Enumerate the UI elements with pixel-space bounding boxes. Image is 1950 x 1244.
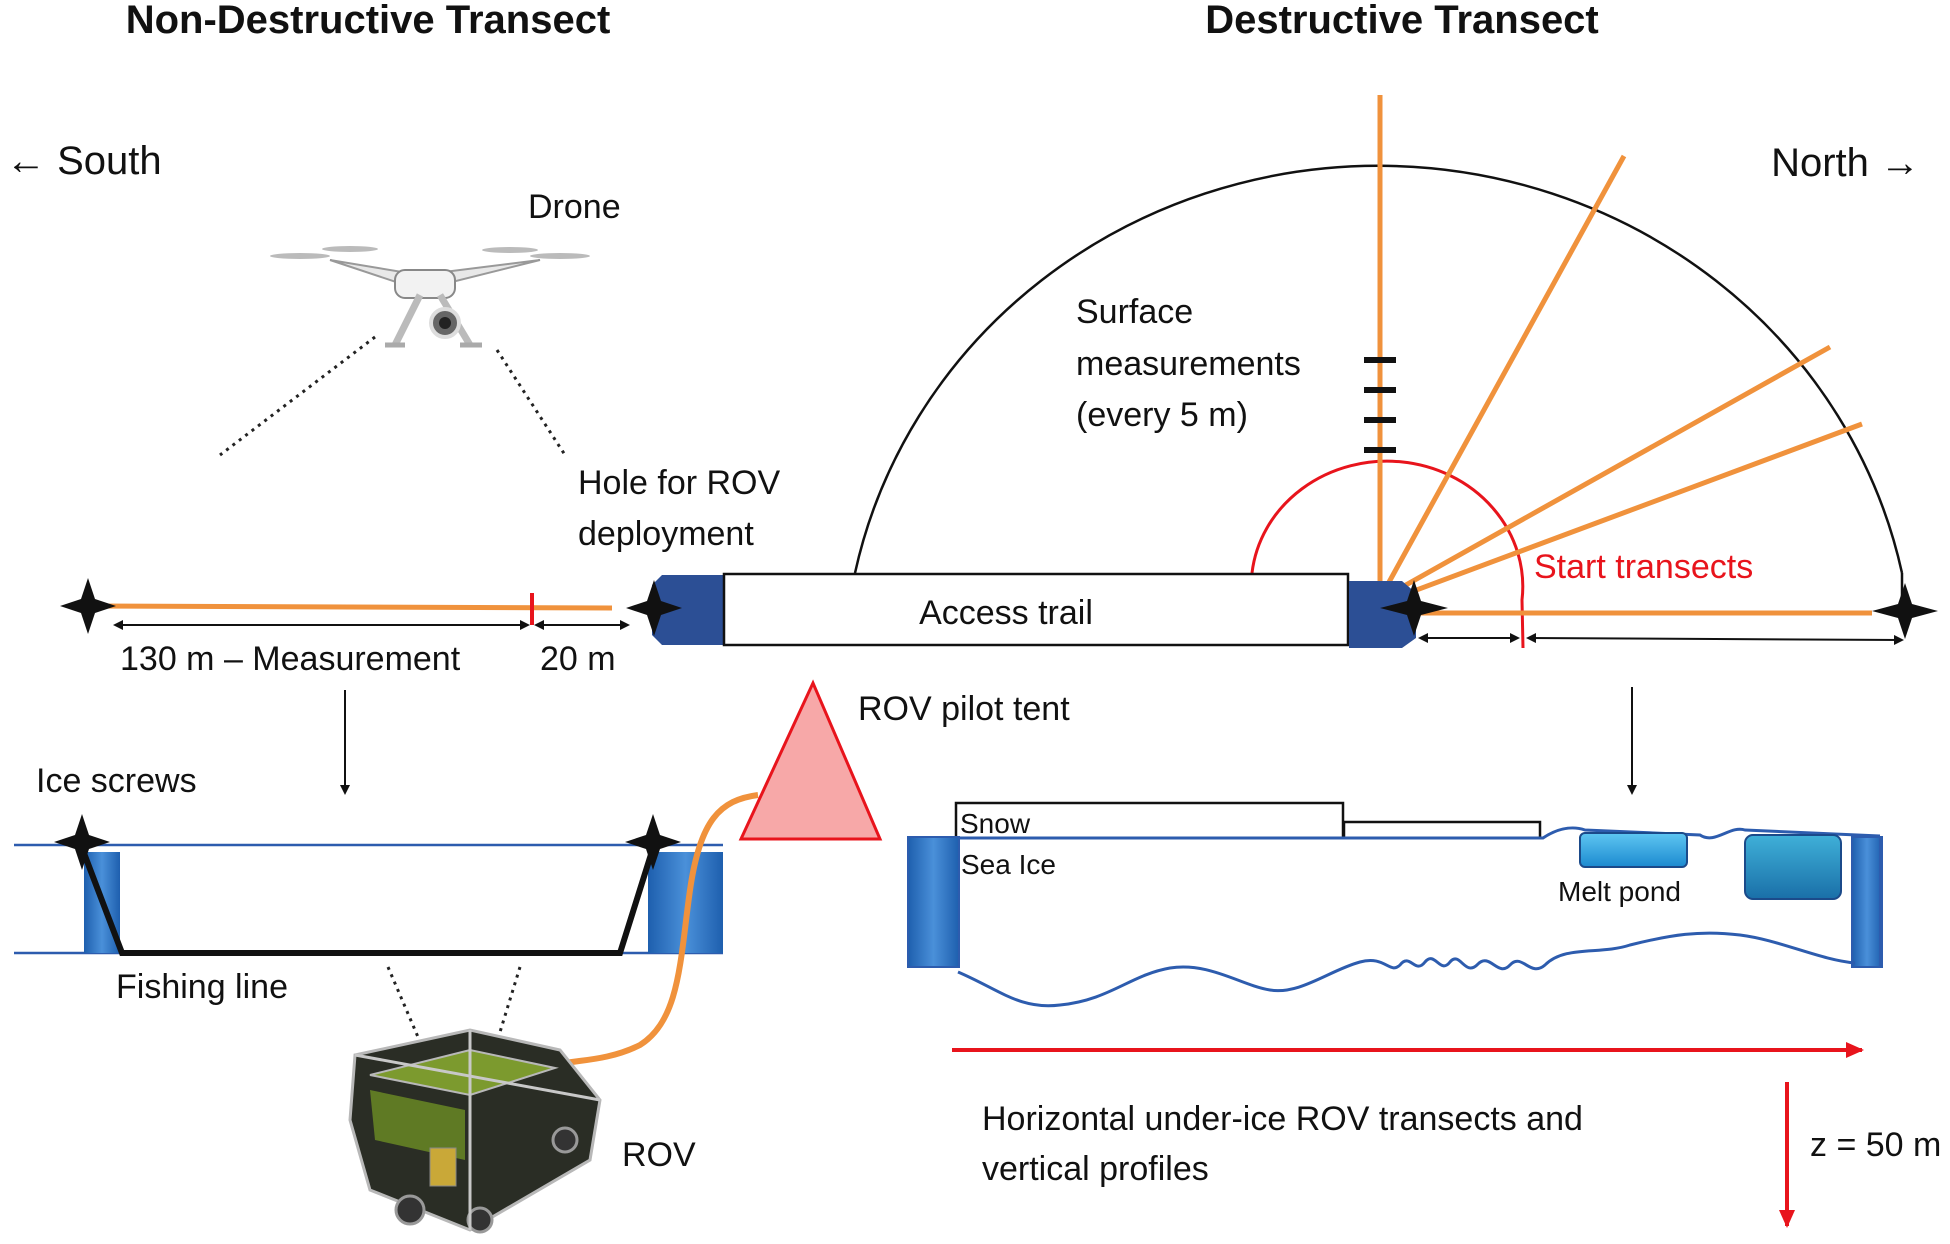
surface-measurements-line1: Surface <box>1076 293 1193 331</box>
surface-measurement-ticks <box>1364 357 1396 453</box>
north-direction-label: North → <box>1771 141 1920 185</box>
hole-label-line2: deployment <box>578 515 754 553</box>
left-title: Non-Destructive Transect <box>126 0 611 42</box>
destructive-transect-rays <box>1377 95 1872 616</box>
thin-snow-box <box>1342 820 1542 840</box>
fishing-line-label: Fishing line <box>116 968 288 1006</box>
rov-label: ROV <box>622 1136 696 1174</box>
melt-pond-1 <box>1579 832 1688 868</box>
surface-measurements-line3: (every 5 m) <box>1076 396 1248 434</box>
left-hole-block <box>652 575 723 645</box>
access-trail-box <box>722 572 1350 647</box>
drone-label: Drone <box>528 188 621 226</box>
snow-layer-box <box>954 801 1345 840</box>
drone-icon <box>270 246 590 348</box>
south-direction-label: ← South <box>6 139 162 183</box>
measurement-distance-label: 130 m – Measurement <box>120 640 461 678</box>
sea-ice-bottom-outline <box>957 931 1856 1008</box>
transect-distance-arrow <box>1526 633 1904 645</box>
sea-ice-right-edge <box>1851 836 1883 968</box>
twenty-m-label: 20 m <box>540 640 616 678</box>
non-destructive-transect-line <box>87 603 613 611</box>
star-marker-icon <box>60 578 1938 639</box>
right-hole-block <box>1349 581 1416 648</box>
access-trail-label: Access trail <box>919 594 1093 632</box>
ice-screw-star-markers <box>54 814 681 870</box>
ice-screws-label: Ice screws <box>36 762 197 800</box>
melt-pond-2 <box>1744 834 1842 900</box>
horizontal-transects-line2: vertical profiles <box>982 1150 1209 1188</box>
drone-view-line-right <box>495 349 567 456</box>
melt-pond-label: Melt pond <box>1558 876 1681 907</box>
sea-ice-label: Sea Ice <box>961 849 1056 880</box>
snow-label: Snow <box>960 808 1031 839</box>
rov-icon <box>348 1028 602 1234</box>
rov-pilot-tent-label: ROV pilot tent <box>858 690 1070 728</box>
drone-view-line-left <box>219 335 376 457</box>
hole-label-line1: Hole for ROV <box>578 464 780 502</box>
fishing-line <box>79 846 656 956</box>
start-transects-label: Start transects <box>1534 548 1753 586</box>
horizontal-transects-line1: Horizontal under-ice ROV transects and <box>982 1100 1583 1138</box>
sea-ice-left-edge <box>907 836 960 968</box>
rov-tether <box>565 792 759 1066</box>
depth-label: z = 50 m <box>1810 1126 1941 1164</box>
rov-view-line-left <box>386 966 420 1038</box>
rov-view-line-right <box>498 966 522 1033</box>
start-transects-arc <box>1250 459 1525 649</box>
surface-measurements-line2: measurements <box>1076 345 1301 383</box>
tent-icon <box>738 679 883 841</box>
right-title: Destructive Transect <box>1205 0 1599 42</box>
